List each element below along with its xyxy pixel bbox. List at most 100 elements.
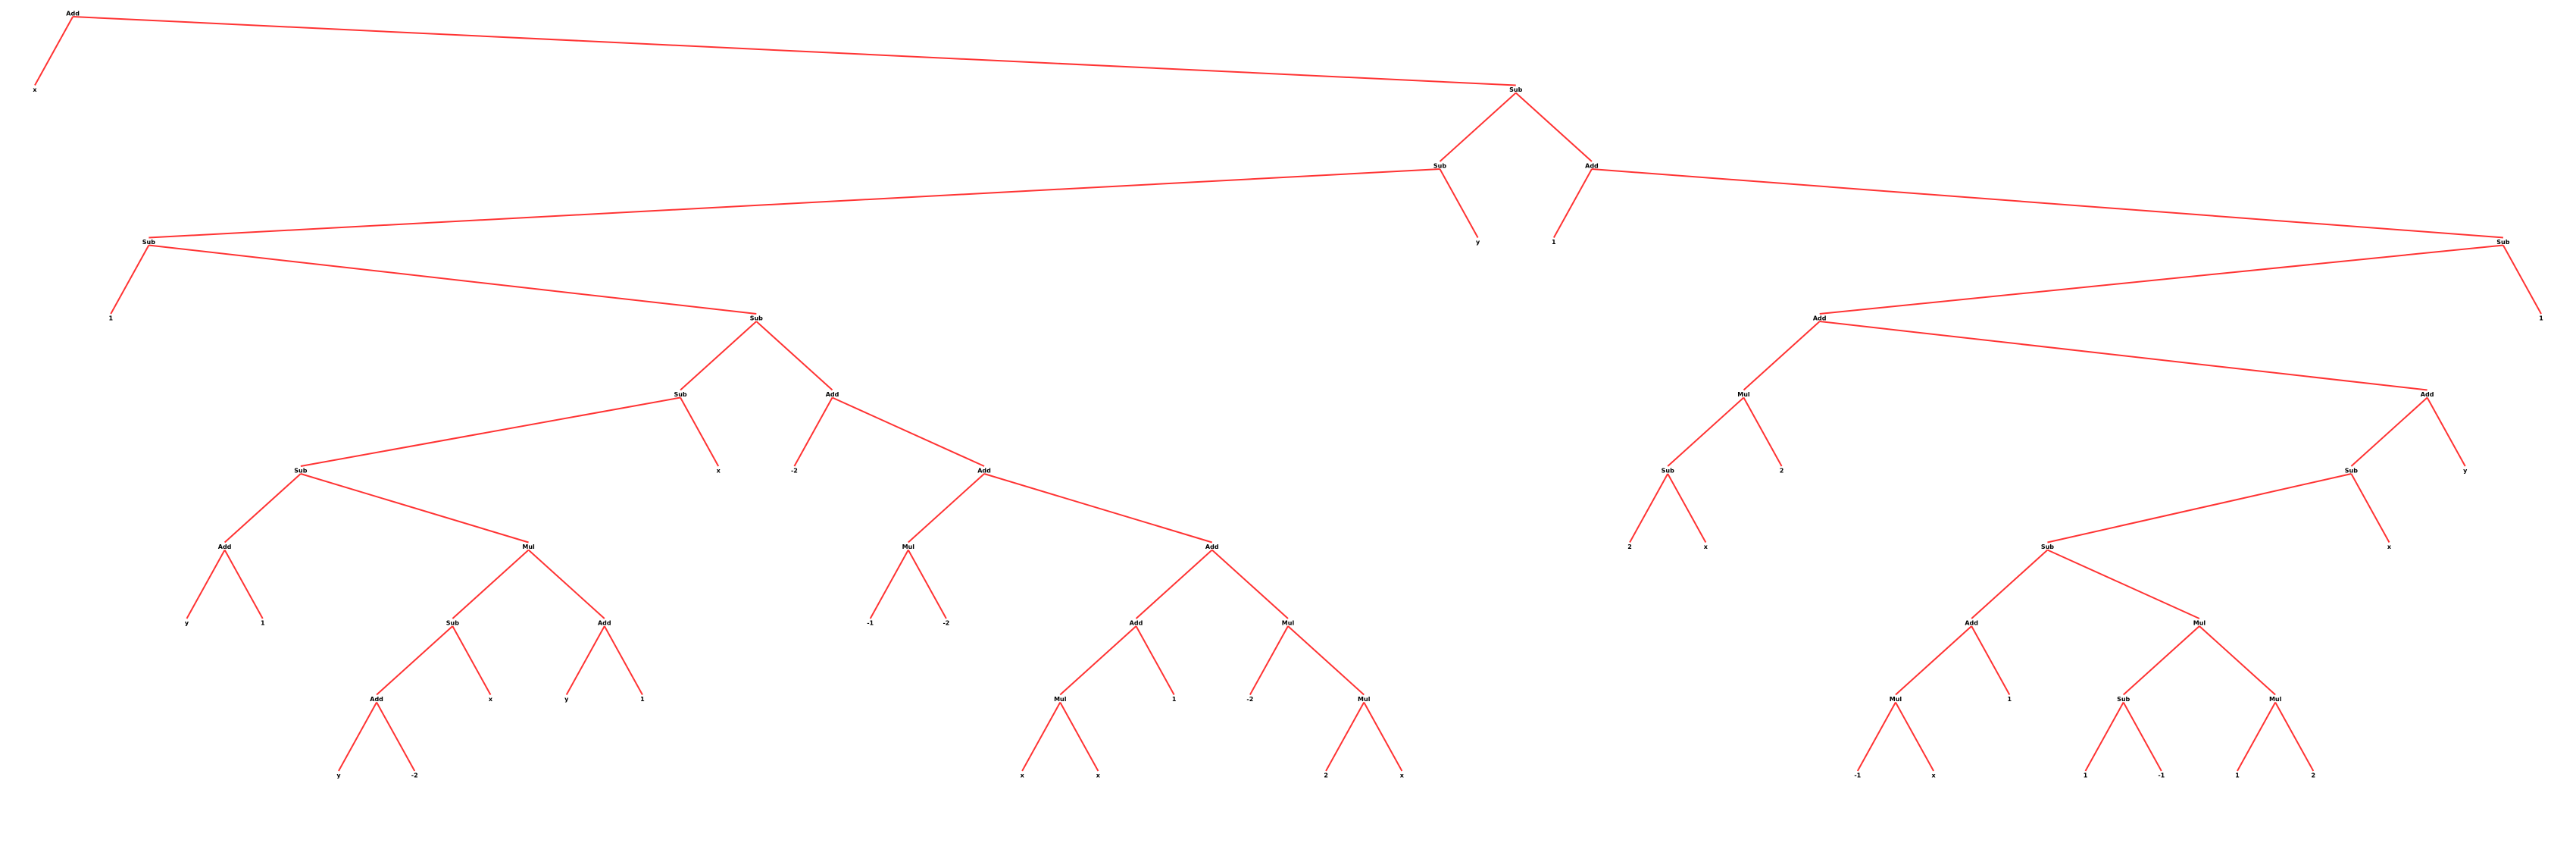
operator-node-label: Sub	[2345, 468, 2358, 475]
tree-edge	[1629, 473, 1669, 543]
leaf-node-label: 1	[261, 620, 265, 627]
leaf-node-label: x	[1021, 772, 1025, 779]
tree-edge	[908, 473, 985, 544]
operator-node-label: Sub	[2496, 239, 2509, 246]
tree-edge	[680, 321, 757, 391]
operator-node-label: Mul	[1737, 391, 1750, 398]
operator-node-label: Sub	[674, 391, 686, 398]
operator-node-label: Add	[1585, 163, 1599, 170]
leaf-node-label: y	[2463, 468, 2468, 475]
tree-edge	[1287, 625, 1365, 696]
tree-edge	[1971, 549, 2049, 619]
tree-edge	[2199, 625, 2276, 696]
tree-edge	[34, 16, 73, 86]
operator-node-label: Sub	[2041, 544, 2054, 550]
leaf-node-label: 2	[2311, 772, 2315, 779]
tree-edge	[793, 397, 833, 467]
tree-edge	[300, 396, 681, 467]
leaf-node-label: 1	[2084, 772, 2088, 779]
operator-node-label: Add	[370, 696, 383, 703]
operator-node-label: Mul	[902, 544, 915, 550]
tree-edge	[2047, 549, 2200, 619]
tree-edge	[2122, 625, 2200, 696]
operator-node-label: Sub	[1662, 468, 1674, 475]
tree-edge	[869, 550, 909, 619]
leaf-node-label: x	[2387, 544, 2392, 550]
operator-node-label: Sub	[1433, 163, 1446, 170]
leaf-node-label: -1	[867, 620, 874, 627]
tree-edge	[907, 550, 947, 619]
operator-node-label: Mul	[2193, 620, 2206, 627]
leaf-node-label: y	[1476, 239, 1480, 246]
tree-edge	[2084, 702, 2124, 772]
tree-edge	[224, 550, 264, 619]
tree-edge	[1021, 702, 1061, 772]
leaf-node-label: x	[1704, 544, 1708, 550]
tree-edge	[338, 702, 377, 772]
leaf-node-label: y	[336, 772, 341, 779]
leaf-node-label: -2	[791, 468, 798, 475]
operator-node-label: Mul	[522, 544, 535, 550]
leaf-node-label: x	[717, 468, 721, 475]
operator-node-label: Add	[2421, 391, 2434, 398]
tree-edge	[376, 702, 416, 772]
operator-node-label: Mul	[1282, 620, 1295, 627]
operator-node-label: Sub	[446, 620, 459, 627]
tree-edge	[1971, 625, 2011, 695]
tree-edge	[2047, 473, 2352, 544]
leaf-node-label: 2	[1780, 468, 1784, 475]
tree-edge	[832, 396, 985, 467]
tree-edge	[1552, 168, 1593, 238]
tree-edge	[1059, 625, 1137, 696]
operator-node-label: Add	[1130, 620, 1143, 627]
tree-edge	[1819, 321, 2428, 391]
operator-node-label: Mul	[1890, 696, 1902, 703]
leaf-node-label: x	[1400, 772, 1405, 779]
leaf-node-label: x	[1931, 772, 1936, 779]
tree-edge	[1135, 625, 1175, 695]
tree-edge	[1363, 702, 1403, 772]
operator-node-label: Add	[1813, 315, 1827, 322]
tree-edge	[1743, 321, 1821, 391]
tree-edge	[73, 16, 1516, 86]
tree-edge	[2122, 702, 2162, 772]
tree-edge	[376, 625, 454, 696]
leaf-node-label: x	[1096, 772, 1101, 779]
tree-edges	[34, 16, 2542, 772]
tree-edge	[1211, 549, 1289, 619]
operator-node-label: Add	[1205, 544, 1219, 550]
tree-edge	[452, 549, 530, 619]
tree-edge	[186, 550, 226, 619]
operator-node-label: Add	[66, 11, 80, 17]
tree-edge	[603, 625, 643, 695]
operator-node-label: Sub	[2117, 696, 2130, 703]
tree-edge	[755, 321, 833, 391]
tree-edge	[452, 625, 492, 695]
operator-node-label: Sub	[142, 239, 155, 246]
tree-edge	[1895, 625, 1972, 696]
tree-edge	[148, 168, 1440, 239]
tree-edge	[1249, 625, 1289, 695]
tree-edge	[527, 549, 605, 619]
tree-edge	[1895, 702, 1934, 772]
leaf-node-label: 1	[1172, 696, 1177, 703]
leaf-node-label: 1	[2539, 315, 2543, 322]
operator-node-label: Add	[977, 468, 991, 475]
tree-edge	[565, 625, 605, 695]
tree-edge	[983, 473, 1213, 544]
leaf-node-label: -1	[2158, 772, 2165, 779]
leaf-node-label: 2	[1324, 772, 1328, 779]
operator-node-label: Sub	[750, 315, 763, 322]
leaf-node-label: 1	[108, 315, 113, 322]
tree-edge	[2350, 473, 2390, 543]
tree-edge	[680, 397, 720, 467]
leaf-node-label: x	[489, 696, 493, 703]
leaf-node-label: -2	[1246, 696, 1253, 703]
leaf-node-label: 2	[1627, 544, 1632, 550]
leaf-node-label: 1	[640, 696, 645, 703]
tree-edge	[300, 473, 529, 544]
operator-node-label: Add	[826, 391, 839, 398]
operator-node-label: Sub	[1509, 86, 1522, 93]
tree-edge	[148, 244, 757, 315]
